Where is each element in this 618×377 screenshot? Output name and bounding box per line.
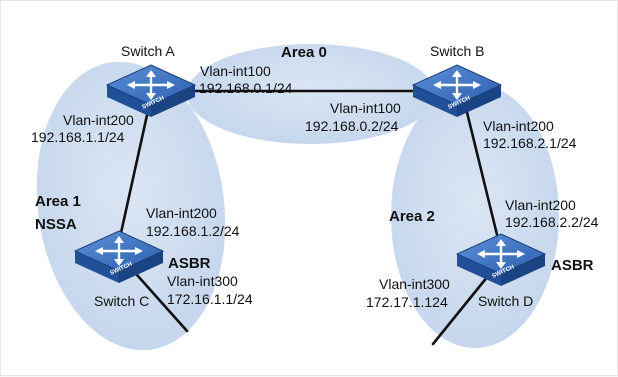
iface-d-vlan300-name: Vlan-int300 xyxy=(379,276,450,292)
iface-b-vlan100-ip: 192.168.0.2/24 xyxy=(305,118,399,134)
switch-d-icon: SWITCH xyxy=(455,232,547,288)
switch-c-icon: SWITCH xyxy=(73,229,165,285)
iface-a-vlan200-ip: 192.168.1.1/24 xyxy=(31,129,125,145)
iface-c-vlan200-name: Vlan-int200 xyxy=(146,205,217,221)
switch-a-name: Switch A xyxy=(121,43,175,59)
switch-c-name: Switch C xyxy=(94,293,149,309)
iface-b-vlan100-name: Vlan-int100 xyxy=(330,100,401,116)
area-2-label: Area 2 xyxy=(389,208,435,225)
iface-c-vlan200-ip: 192.168.1.2/24 xyxy=(146,223,240,239)
area-0-region xyxy=(187,44,435,144)
link-c-external xyxy=(127,264,189,333)
switch-b-name: Switch B xyxy=(430,43,484,59)
link-d-external xyxy=(431,274,490,346)
iface-b-vlan200-name: Vlan-int200 xyxy=(483,118,554,134)
switch-d-name: Switch D xyxy=(478,293,533,309)
area-1-type-label: NSSA xyxy=(35,216,77,233)
iface-c-vlan300-name: Vlan-int300 xyxy=(167,273,238,289)
iface-c-vlan300-ip: 172.16.1.1/24 xyxy=(167,291,253,307)
iface-a-vlan200-name: Vlan-int200 xyxy=(63,112,134,128)
area-2-region xyxy=(391,84,559,348)
switch-c-role: ASBR xyxy=(168,255,211,272)
iface-d-vlan200-name: Vlan-int200 xyxy=(505,197,576,213)
area-0-label: Area 0 xyxy=(281,44,327,61)
iface-d-vlan300-ip: 172.17.1.124 xyxy=(366,294,448,310)
switch-d-role: ASBR xyxy=(551,257,594,274)
iface-a-vlan100-ip: 192.168.0.1/24 xyxy=(199,80,293,96)
link-b-d xyxy=(461,94,503,253)
iface-b-vlan200-ip: 192.168.2.1/24 xyxy=(483,135,577,151)
switch-a-icon: SWITCH xyxy=(105,63,197,119)
area-1-label: Area 1 xyxy=(35,193,81,210)
switch-b-icon: SWITCH xyxy=(411,63,503,119)
iface-d-vlan200-ip: 192.168.2.2/24 xyxy=(505,214,599,230)
area-1-region xyxy=(36,61,226,351)
iface-a-vlan100-name: Vlan-int100 xyxy=(200,63,271,79)
link-a-c xyxy=(115,95,153,253)
